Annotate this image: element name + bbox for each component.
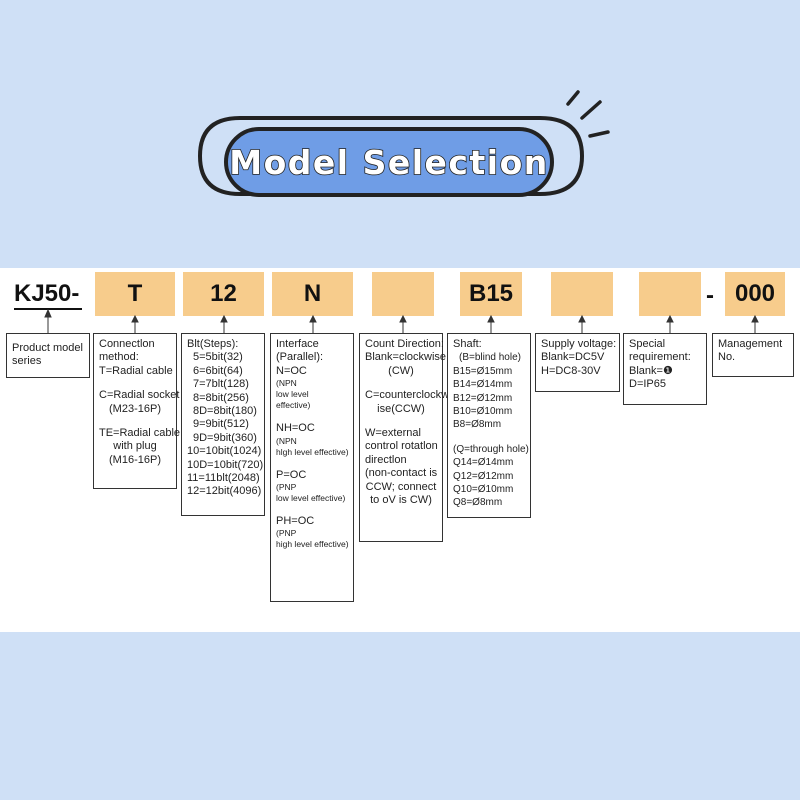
separator-dash: -	[706, 282, 714, 309]
desc-line: B12=Ø12mm	[453, 392, 513, 404]
desc-line: D=IP65	[629, 378, 666, 391]
desc-line: 7=7blt(128)	[193, 378, 249, 391]
desc-line: TE=Radial cable	[99, 427, 181, 440]
desc-line: C=counterclockw	[365, 389, 450, 402]
desc-line: method:	[99, 351, 139, 364]
desc-management-no: Management No.	[712, 333, 794, 377]
desc-line: No.	[718, 351, 736, 364]
desc-line: 11=11blt(2048)	[187, 472, 260, 485]
title-pill: Model Selection	[224, 127, 554, 197]
desc-line: 10=10bit(1024)	[187, 445, 262, 458]
desc-note: low level	[276, 389, 309, 400]
code-box-direction	[372, 272, 434, 316]
desc-line: (B=blind hole)	[459, 352, 521, 364]
desc-note: (PNP	[276, 528, 297, 539]
desc-line: 9=9bit(512)	[193, 418, 249, 431]
title-banner-outline	[197, 90, 610, 196]
prefix-underline	[14, 308, 82, 310]
desc-line: B10=Ø10mm	[453, 406, 513, 418]
desc-line: Special	[629, 338, 666, 350]
desc-line: (M23-16P)	[109, 402, 161, 415]
desc-line: 12=12bit(4096)	[187, 485, 262, 498]
model-prefix: KJ50-	[14, 280, 80, 307]
desc-line: (non-contact is	[365, 467, 438, 480]
desc-line: with plug	[113, 440, 157, 453]
desc-interface: Interface (Parallel): N=OC (NPN low leve…	[270, 333, 354, 602]
page-title: Model Selection	[228, 142, 549, 183]
desc-line: (Q=through hole)	[453, 443, 529, 455]
desc-line: Blank=❶	[629, 364, 673, 377]
desc-line: Interface	[276, 338, 319, 350]
desc-line: Product model	[12, 342, 83, 354]
desc-note: high level effective)	[276, 539, 349, 550]
desc-line: requirement:	[629, 351, 691, 364]
desc-product-model: Product model series	[6, 333, 90, 378]
desc-line: directlon	[365, 453, 407, 466]
desc-line: NH=OC	[276, 422, 315, 435]
desc-line: C=Radial socket	[99, 389, 180, 402]
desc-line: W=external	[365, 427, 421, 440]
desc-line: Q14=Ø14mm	[453, 457, 514, 469]
desc-special-requirement: Special requirement: Blank=❶ D=IP65	[623, 333, 707, 405]
desc-line: Shaft:	[453, 338, 482, 350]
desc-note: (NPN	[276, 435, 297, 446]
code-box-management: 000	[725, 272, 785, 316]
desc-note: effective)	[276, 400, 311, 411]
desc-line: Supply voltage:	[541, 338, 617, 350]
code-box-voltage	[551, 272, 613, 316]
desc-count-direction: Count Direction: Blank=clockwise (CW) C=…	[359, 333, 450, 542]
desc-line: Q10=Ø10mm	[453, 484, 514, 496]
desc-line: Blt(Steps):	[187, 338, 239, 350]
bottom-background-band	[0, 632, 800, 800]
desc-note: hlgh level effective)	[276, 446, 349, 457]
desc-line: control rotatlon	[365, 440, 438, 453]
code-box-connection: T	[95, 272, 175, 316]
desc-shaft: Shaft: (B=blind hole) B15=Ø15mm B14=Ø14m…	[447, 333, 531, 518]
desc-line: Management	[718, 338, 783, 350]
desc-line: CCW; connect	[365, 480, 437, 493]
desc-line: Q12=Ø12mm	[453, 470, 514, 482]
desc-line: (Parallel):	[276, 351, 324, 364]
desc-line: PH=OC	[276, 515, 315, 528]
code-box-interface: N	[272, 272, 353, 316]
desc-line: (M16-16P)	[109, 453, 161, 466]
desc-line: P=OC	[276, 468, 307, 481]
desc-line: Blank=clockwise	[365, 351, 447, 364]
desc-line: Connectlon	[99, 338, 155, 350]
code-box-bits: 12	[183, 272, 264, 316]
desc-line: 5=5bit(32)	[193, 351, 243, 364]
code-box-shaft: B15	[460, 272, 522, 316]
desc-line: to oV is CW)	[370, 494, 432, 507]
desc-line: 10D=10bit(720)	[187, 458, 264, 471]
desc-line: B15=Ø15mm	[453, 365, 513, 377]
desc-line: T=Radial cable	[99, 364, 173, 377]
desc-line: N=OC	[276, 364, 307, 377]
desc-connection-method: Connectlon method: T=Radial cable C=Radi…	[93, 333, 181, 489]
desc-line: H=DC8-30V	[541, 364, 601, 377]
desc-line: 8D=8bit(180)	[193, 405, 257, 418]
desc-bits: Blt(Steps): 5=5bit(32) 6=6bit(64) 7=7blt…	[181, 333, 265, 516]
code-box-special	[639, 272, 701, 316]
desc-line: (CW)	[388, 364, 414, 377]
desc-supply-voltage: Supply voltage: Blank=DC5V H=DC8-30V	[535, 333, 620, 392]
desc-line: Q8=Ø8mm	[453, 497, 503, 509]
desc-line: Count Direction:	[365, 338, 444, 350]
desc-line: series	[12, 355, 42, 368]
desc-line: 9D=9bit(360)	[193, 431, 257, 444]
desc-note: (NPN	[276, 378, 297, 389]
desc-line: ise(CCW)	[377, 402, 425, 415]
desc-line: B8=Ø8mm	[453, 419, 502, 431]
desc-line: 6=6bit(64)	[193, 364, 243, 377]
desc-line: B14=Ø14mm	[453, 379, 513, 391]
desc-note: (PNP	[276, 482, 297, 493]
desc-line: Blank=DC5V	[541, 351, 605, 364]
desc-line: 8=8bit(256)	[193, 391, 249, 404]
desc-note: low level effective)	[276, 493, 346, 504]
